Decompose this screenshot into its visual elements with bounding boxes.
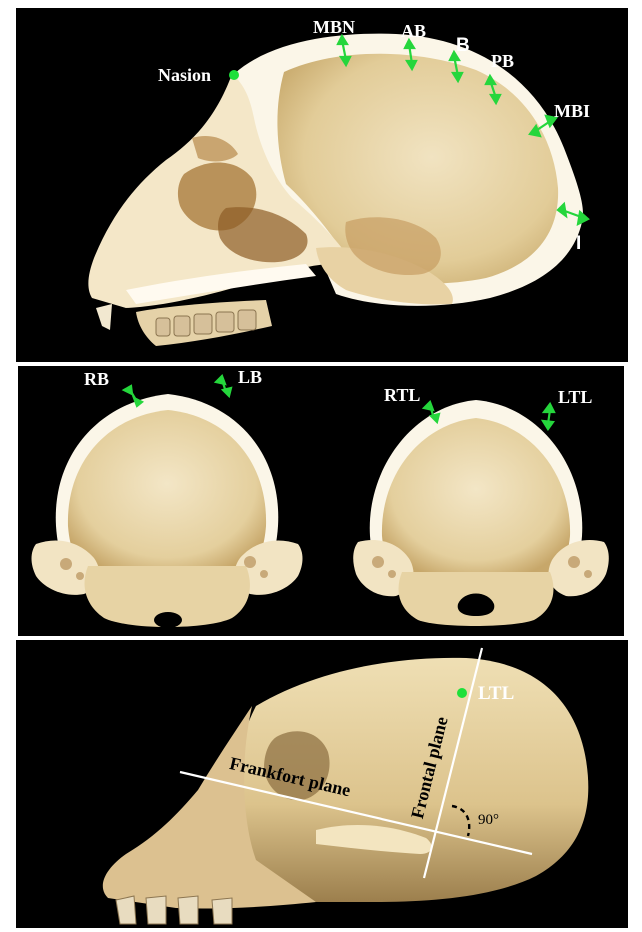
label-angle: 90° [478, 812, 499, 829]
canine [96, 304, 112, 330]
ltl-landmark [457, 688, 467, 698]
label-rtl: RTL [384, 386, 420, 404]
label-pb: PB [491, 52, 514, 70]
label-ab: AB [401, 22, 426, 40]
label-ltl: LTL [558, 388, 592, 406]
label-rb: RB [84, 370, 109, 388]
label-nasion: Nasion [158, 66, 211, 84]
label-mbi: MBI [554, 102, 590, 120]
label-b: B [456, 36, 470, 55]
coronal-ct-panel: RB LB RTL LTL [18, 366, 624, 636]
nasion-landmark [229, 70, 239, 80]
sagittal-ct-panel: Nasion MBN AB B PB MBI I [16, 8, 628, 362]
coronal-skull-right [353, 400, 609, 626]
label-i: I [576, 234, 581, 253]
label-mbn: MBN [313, 18, 355, 36]
skull-3d-panel: LTL Frankfort plane Frontal plane 90° [16, 640, 628, 928]
label-ltl-3d: LTL [478, 684, 514, 703]
label-lb: LB [238, 368, 262, 386]
coronal-skull-left [32, 394, 303, 628]
coronal-skulls-image [18, 366, 624, 636]
sagittal-skull-image [16, 8, 628, 362]
